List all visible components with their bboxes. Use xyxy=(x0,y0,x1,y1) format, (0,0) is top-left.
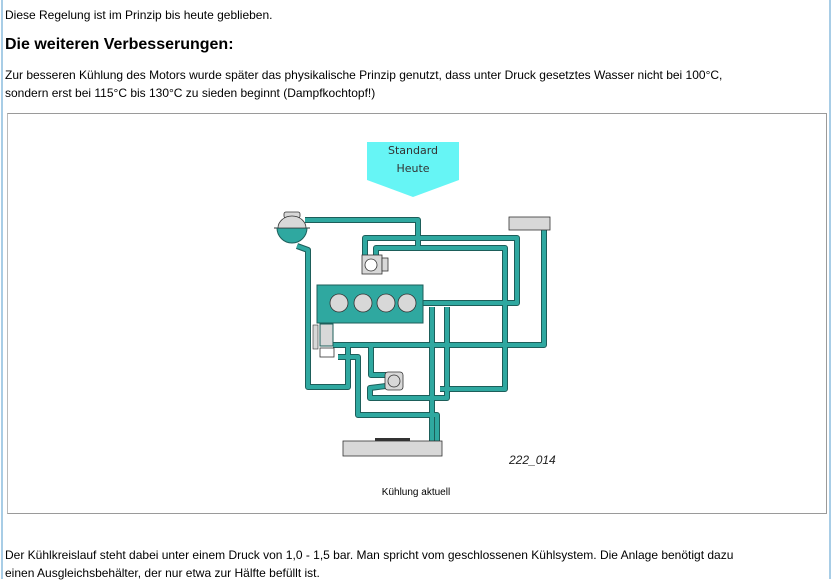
right-border xyxy=(829,0,831,579)
control-unit xyxy=(312,323,335,358)
heater-core xyxy=(342,438,443,457)
figure-code: 222_014 xyxy=(509,453,556,467)
water-pump xyxy=(384,371,404,391)
section-heading: Die weiteren Verbesserungen: xyxy=(5,36,234,53)
figure-caption: Kühlung aktuell xyxy=(381,487,451,498)
figure-frame xyxy=(7,113,827,514)
radiator xyxy=(508,216,551,231)
engine-block xyxy=(316,284,424,324)
paragraph-1-line-1: Zur besseren Kühlung des Motors wurde sp… xyxy=(5,68,723,82)
banner-line-1: Standard xyxy=(388,144,438,157)
banner-line-2: Heute xyxy=(396,162,429,175)
left-border xyxy=(1,0,3,579)
paragraph-1-line-2: sondern erst bei 115°C bis 130°C zu sied… xyxy=(5,86,376,100)
paragraph-2-line-2: einen Ausgleichsbehälter, der nur etwa z… xyxy=(5,566,320,580)
intro-text: Diese Regelung ist im Prinzip bis heute … xyxy=(5,8,273,22)
banner: Standard Heute xyxy=(367,142,459,197)
thermostat xyxy=(361,254,389,275)
expansion-tank xyxy=(274,211,310,244)
pipes xyxy=(295,217,547,442)
paragraph-2-line-1: Der Kühlkreislauf steht dabei unter eine… xyxy=(5,548,734,562)
